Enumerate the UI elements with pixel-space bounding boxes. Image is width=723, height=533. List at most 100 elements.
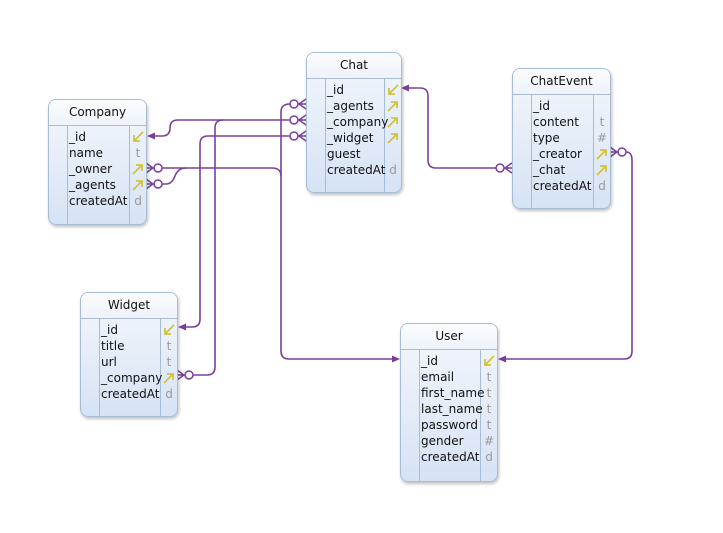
arrowhead-icon bbox=[178, 323, 186, 331]
field-name: gender bbox=[421, 434, 464, 448]
field-row[interactable]: password t bbox=[421, 417, 497, 433]
field-row[interactable]: _owner bbox=[69, 161, 146, 177]
field-name: createdAt bbox=[69, 194, 128, 208]
foreign-key-arrow-icon bbox=[387, 117, 398, 128]
field-name: _agents bbox=[69, 178, 116, 192]
field-type: t bbox=[486, 370, 492, 384]
field-name: createdAt bbox=[421, 450, 480, 464]
field-name: type bbox=[533, 131, 560, 145]
link-chat-widget-to-widget-id[interactable] bbox=[181, 135, 290, 328]
primary-key-arrow-icon bbox=[388, 84, 399, 95]
field-name: _company bbox=[327, 115, 389, 129]
field-type: t bbox=[486, 418, 492, 432]
column-divider bbox=[160, 319, 161, 416]
field-name: createdAt bbox=[101, 387, 160, 401]
table-title: Chat bbox=[307, 53, 401, 79]
field-name: title bbox=[101, 339, 125, 353]
field-row[interactable]: createdAt d bbox=[101, 386, 177, 402]
field-type: t bbox=[486, 386, 492, 400]
link-widget-company-to-company-id[interactable] bbox=[193, 119, 224, 376]
field-row[interactable]: _id bbox=[327, 82, 401, 98]
field-name: email bbox=[421, 370, 455, 384]
column-divider bbox=[99, 319, 100, 416]
column-divider bbox=[419, 350, 420, 481]
foreign-key-arrow-icon bbox=[387, 133, 398, 144]
arrowhead-icon bbox=[401, 84, 409, 92]
crows-foot-many-icon bbox=[176, 369, 194, 381]
field-name: last_name bbox=[421, 402, 483, 416]
field-name: _company bbox=[101, 371, 163, 385]
field-type: d bbox=[134, 194, 142, 208]
arrowhead-icon bbox=[498, 355, 506, 363]
field-row[interactable]: type # bbox=[533, 130, 610, 146]
field-row[interactable]: gender # bbox=[421, 433, 497, 449]
field-name: _id bbox=[421, 354, 438, 368]
table-title: User bbox=[401, 324, 497, 350]
crows-foot-many-icon bbox=[289, 114, 307, 126]
field-row[interactable]: _id bbox=[533, 98, 610, 114]
field-row[interactable]: _widget bbox=[327, 130, 401, 146]
field-row[interactable]: email t bbox=[421, 369, 497, 385]
column-divider bbox=[129, 126, 130, 224]
field-row[interactable]: guest bbox=[327, 146, 401, 162]
field-name: _id bbox=[69, 130, 86, 144]
foreign-key-arrow-icon bbox=[163, 373, 174, 384]
link-chat-agents-to-user-id[interactable] bbox=[280, 103, 291, 176]
field-row[interactable]: _id bbox=[69, 129, 146, 145]
field-name: name bbox=[69, 146, 104, 160]
primary-key-arrow-icon bbox=[133, 131, 144, 142]
foreign-key-arrow-icon bbox=[596, 149, 607, 160]
field-name: _creator bbox=[533, 147, 582, 161]
crows-foot-many-icon bbox=[289, 130, 307, 142]
field-name: _widget bbox=[327, 131, 374, 145]
link-chatevent-creator-to-user-id[interactable] bbox=[501, 151, 633, 360]
field-row[interactable]: _agents bbox=[327, 98, 401, 114]
field-row[interactable]: _agents bbox=[69, 177, 146, 193]
link-company-owner-to-user-id[interactable] bbox=[162, 167, 398, 360]
crows-foot-many-icon bbox=[495, 162, 513, 174]
primary-key-arrow-icon bbox=[164, 324, 175, 335]
field-name: first_name bbox=[421, 386, 485, 400]
link-company-agents-to-user-id[interactable] bbox=[162, 167, 187, 185]
field-row[interactable]: _id bbox=[101, 322, 177, 338]
field-type: # bbox=[483, 434, 495, 448]
column-divider bbox=[325, 79, 326, 192]
link-chat-company-to-company-id[interactable] bbox=[150, 119, 290, 137]
field-row[interactable]: createdAt d bbox=[69, 193, 146, 209]
column-divider bbox=[384, 79, 385, 192]
field-row[interactable]: title t bbox=[101, 338, 177, 354]
link-chatevent-chat-to-chat-id[interactable] bbox=[405, 87, 496, 169]
field-name: _agents bbox=[327, 99, 374, 113]
field-row[interactable]: _company bbox=[327, 114, 401, 130]
field-name: url bbox=[101, 355, 117, 369]
crows-foot-many-icon bbox=[145, 178, 163, 190]
field-row[interactable]: _company bbox=[101, 370, 177, 386]
table-title: Widget bbox=[81, 293, 177, 319]
foreign-key-arrow-icon bbox=[387, 101, 398, 112]
field-type: d bbox=[165, 387, 173, 401]
field-type: t bbox=[486, 402, 492, 416]
field-type: t bbox=[166, 339, 172, 353]
field-type: # bbox=[596, 131, 608, 145]
field-name: password bbox=[421, 418, 478, 432]
field-row[interactable]: _chat bbox=[533, 162, 610, 178]
field-row[interactable]: _creator bbox=[533, 146, 610, 162]
field-row[interactable]: _id bbox=[421, 353, 497, 369]
arrowhead-icon bbox=[392, 355, 400, 363]
foreign-key-arrow-icon bbox=[132, 164, 143, 175]
table-title: Company bbox=[49, 100, 146, 126]
